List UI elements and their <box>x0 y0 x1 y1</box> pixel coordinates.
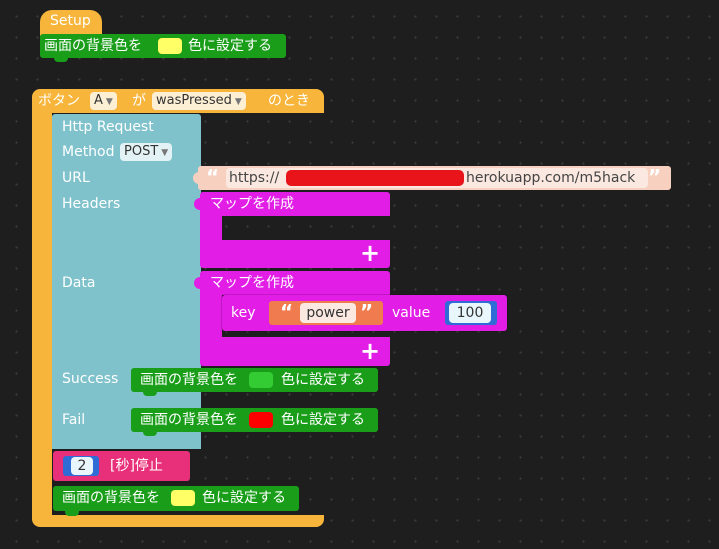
button-event-header[interactable]: ボタン A▼ が wasPressed▼ のとき <box>32 89 324 113</box>
url-redaction <box>286 170 464 186</box>
success-bg-color-block[interactable]: 画面の背景色を 色に設定する <box>131 368 378 392</box>
data-map-arm <box>200 294 222 338</box>
headers-map-title: マップを作成 <box>210 196 294 212</box>
wait-label: [秒]停止 <box>110 458 163 474</box>
data-map-title: マップを作成 <box>210 275 294 291</box>
button-dropdown-value: A <box>94 93 103 108</box>
fail-bg-color-block[interactable]: 画面の背景色を 色に設定する <box>131 408 378 432</box>
http-url-label: URL <box>62 170 90 186</box>
success-bg-prefix: 画面の背景色を <box>140 372 238 388</box>
data-map-block[interactable]: マップを作成 <box>200 271 390 295</box>
dropdown-arrow-icon: ▼ <box>161 148 169 158</box>
key-value-text: power <box>306 305 350 321</box>
button-event-footer <box>32 515 324 527</box>
url-suffix: herokuapp.com/m5hack <box>466 170 636 186</box>
key-string-block[interactable]: “ power ” <box>269 301 383 325</box>
button-dropdown[interactable]: A▼ <box>90 92 117 110</box>
setup-hat-block[interactable]: Setup <box>40 10 102 36</box>
headers-map-block[interactable]: マップを作成 <box>200 192 390 216</box>
http-headers-label: Headers <box>62 196 121 212</box>
fail-notch <box>143 430 157 436</box>
http-title: Http Request <box>62 119 154 135</box>
success-notch <box>143 390 157 396</box>
http-data-label: Data <box>62 275 96 291</box>
final-bg-prefix: 画面の背景色を <box>62 490 160 506</box>
data-map-footer: + <box>200 337 390 366</box>
quote-icon: “ <box>280 300 294 324</box>
setup-color-swatch[interactable] <box>158 38 182 54</box>
button-event-middle: が <box>132 93 146 109</box>
setup-notch <box>54 56 68 62</box>
pair-key-label: key <box>231 305 256 321</box>
http-request-block[interactable] <box>52 114 201 449</box>
plus-icon[interactable]: + <box>360 239 381 267</box>
value-number-block[interactable]: 100 <box>445 301 497 325</box>
http-success-label: Success <box>62 371 119 387</box>
setup-bg-prefix: 画面の背景色を <box>44 38 142 54</box>
http-method-label: Method <box>62 144 115 160</box>
headers-map-arm <box>200 215 222 241</box>
wait-block[interactable]: 2 [秒]停止 <box>53 451 190 481</box>
method-dropdown-value: POST <box>124 144 159 159</box>
fail-color-swatch[interactable] <box>249 412 273 428</box>
button-event-suffix: のとき <box>268 93 310 109</box>
event-dropdown-value: wasPressed <box>156 93 232 108</box>
quote-icon: ” <box>648 165 662 189</box>
url-string-block[interactable]: “ https:// herokuapp.com/m5hack ” <box>198 166 671 190</box>
dropdown-arrow-icon: ▼ <box>234 97 242 107</box>
wait-number-block[interactable]: 2 <box>63 456 99 476</box>
success-color-swatch[interactable] <box>249 372 273 388</box>
data-connector <box>194 277 200 289</box>
key-value-pair-block[interactable]: key “ power ” value 100 <box>222 295 507 331</box>
url-connector <box>193 172 199 184</box>
method-dropdown[interactable]: POST▼ <box>120 143 173 161</box>
key-field[interactable]: power <box>300 303 356 323</box>
headers-map-footer: + <box>200 240 390 268</box>
final-bg-suffix: 色に設定する <box>202 490 286 506</box>
http-fail-label: Fail <box>62 412 86 428</box>
setup-title: Setup <box>50 13 91 29</box>
final-notch <box>65 510 79 516</box>
setup-bg-suffix: 色に設定する <box>188 38 272 54</box>
quote-icon: ” <box>360 300 374 324</box>
dropdown-arrow-icon: ▼ <box>105 97 113 107</box>
success-bg-suffix: 色に設定する <box>281 372 365 388</box>
button-event-left-arm <box>32 112 52 516</box>
quote-icon: “ <box>206 165 220 189</box>
fail-bg-suffix: 色に設定する <box>281 412 365 428</box>
headers-connector <box>194 198 200 210</box>
value-field[interactable]: 100 <box>449 303 491 323</box>
fail-bg-prefix: 画面の背景色を <box>140 412 238 428</box>
event-dropdown[interactable]: wasPressed▼ <box>152 92 246 110</box>
setup-bg-color-block[interactable]: 画面の背景色を 色に設定する <box>40 34 286 58</box>
plus-icon[interactable]: + <box>360 337 381 365</box>
url-prefix: https:// <box>229 170 280 186</box>
pair-value-label: value <box>392 305 431 321</box>
final-color-swatch[interactable] <box>171 490 195 506</box>
button-event-prefix: ボタン <box>38 93 80 109</box>
final-bg-color-block[interactable]: 画面の背景色を 色に設定する <box>53 486 299 511</box>
wait-value-field[interactable]: 2 <box>71 457 93 475</box>
